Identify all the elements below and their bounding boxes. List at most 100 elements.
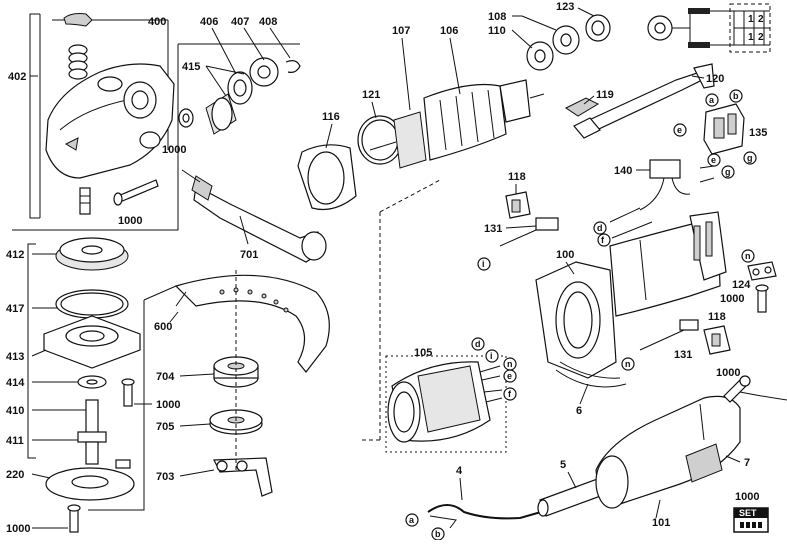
svg-text:b: b: [435, 529, 441, 539]
callout-a-1: a: [705, 93, 719, 107]
callout-n-1: n: [741, 249, 755, 263]
label-703: 703: [156, 471, 174, 483]
label-108: 108: [488, 11, 506, 23]
set-badge-text: SET: [739, 508, 757, 518]
callout-b-2: b: [431, 527, 445, 541]
spindle-lock-button: [63, 13, 93, 27]
label-417: 417: [6, 303, 24, 315]
wiring-label-2b: 2: [758, 32, 764, 43]
label-123: 123: [556, 1, 574, 13]
label-116: 116: [322, 111, 340, 123]
wiring-label-1b: 1: [748, 32, 754, 43]
callout-d-2: d: [471, 337, 485, 351]
label-1000-f: 1000: [716, 367, 740, 379]
svg-text:f: f: [508, 389, 512, 399]
callout-d-1: d: [593, 221, 607, 235]
svg-text:n: n: [625, 359, 631, 369]
label-140: 140: [614, 165, 632, 177]
wiring-label-1a: 1: [748, 14, 754, 25]
label-118-a: 118: [508, 171, 526, 183]
spanner-703: [213, 457, 273, 497]
wiring-label-2a: 2: [758, 14, 764, 25]
label-118-b: 118: [708, 311, 726, 323]
svg-text:b: b: [733, 91, 739, 101]
svg-text:e: e: [507, 371, 512, 381]
bearings-group: [526, 14, 611, 71]
label-1000-a: 1000: [162, 144, 186, 156]
label-407: 407: [231, 16, 249, 28]
svg-text:e: e: [677, 125, 682, 135]
label-120: 120: [706, 73, 724, 85]
gear-flange-stack: [27, 237, 141, 533]
label-1000-e: 1000: [156, 399, 180, 411]
label-406: 406: [200, 16, 218, 28]
label-413: 413: [6, 351, 24, 363]
callout-e-2: e: [707, 153, 721, 167]
label-7: 7: [744, 457, 750, 469]
svg-text:g: g: [747, 153, 753, 163]
motor-housing-100: [535, 211, 727, 379]
side-handle: [181, 169, 327, 263]
armature-group: [297, 79, 545, 211]
label-124: 124: [732, 279, 751, 291]
power-cable-4: [427, 504, 549, 529]
label-107: 107: [392, 25, 410, 37]
switch-135: [703, 103, 745, 155]
label-415: 415: [182, 61, 200, 73]
label-600: 600: [154, 321, 172, 333]
label-220: 220: [6, 469, 24, 481]
brush-131-bottom: [639, 319, 699, 351]
svg-text:a: a: [409, 515, 415, 525]
brush-holder-118-bottom: [703, 325, 731, 355]
stator-105: [385, 355, 507, 453]
callout-f-1: f: [597, 233, 611, 247]
label-410: 410: [6, 405, 24, 417]
svg-text:i: i: [490, 351, 493, 361]
brush-holder-118-top: [505, 191, 531, 219]
callout-b-1: b: [729, 89, 743, 103]
brush-131-top: [499, 217, 559, 247]
rear-handle-101: [595, 395, 741, 509]
bracket-124: [747, 261, 777, 281]
wheel-guard-600: [174, 274, 330, 373]
set-badge: SET: [733, 507, 769, 533]
callout-a-2: a: [405, 513, 419, 527]
label-1000-d: 1000: [6, 523, 30, 535]
callout-g-2: g: [721, 165, 735, 179]
label-121: 121: [362, 89, 380, 101]
label-1000-c: 1000: [720, 293, 744, 305]
label-6: 6: [576, 405, 582, 417]
screw-1000-f: [723, 375, 751, 403]
svg-text:g: g: [725, 167, 731, 177]
label-4: 4: [456, 465, 463, 477]
callout-e-1: e: [673, 123, 687, 137]
svg-text:d: d: [475, 339, 481, 349]
capacitor-140: [639, 159, 715, 211]
svg-text:d: d: [597, 223, 603, 233]
callout-n-3: n: [503, 357, 517, 371]
svg-text:i: i: [482, 259, 485, 269]
label-101: 101: [652, 517, 670, 529]
label-131-b: 131: [674, 349, 692, 361]
callout-n-2: n: [621, 357, 635, 371]
svg-text:a: a: [709, 95, 715, 105]
wiring-schematic: [647, 3, 771, 53]
callout-i-1: i: [477, 257, 491, 271]
label-408: 408: [259, 16, 277, 28]
label-402: 402: [8, 71, 26, 83]
svg-text:n: n: [507, 359, 513, 369]
label-412: 412: [6, 249, 24, 261]
svg-text:f: f: [601, 235, 605, 245]
gear-head-group: [29, 13, 175, 219]
switch-rod-group: [565, 63, 715, 139]
callout-e-3: e: [503, 369, 517, 383]
label-110: 110: [488, 25, 506, 37]
label-701: 701: [240, 249, 258, 261]
label-119: 119: [596, 89, 614, 101]
label-400: 400: [148, 16, 166, 28]
label-105: 105: [414, 347, 432, 359]
label-414: 414: [6, 377, 25, 389]
screw-1000-c: [755, 284, 769, 313]
